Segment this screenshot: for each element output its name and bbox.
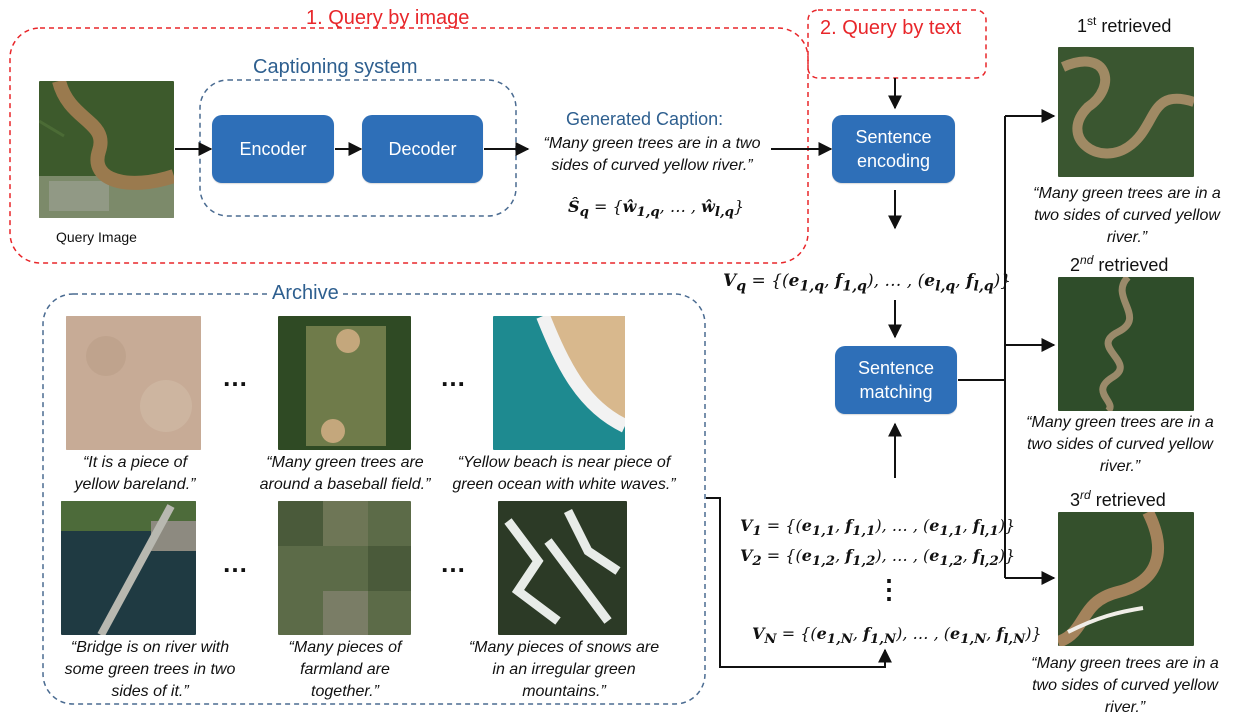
archive-title: Archive	[270, 282, 341, 305]
archive-caption-4-line2: some green trees in two	[64, 661, 236, 678]
retrieved-3-ordinal: 3	[1070, 490, 1081, 510]
retrieved-2-suffix: nd	[1080, 253, 1094, 267]
archive-caption-1-line1: “It is a piece of	[82, 454, 188, 471]
archive-caption-6-line1: “Many pieces of snows are	[468, 639, 660, 656]
retrieved-caption-2-line3: river.”	[1099, 458, 1141, 475]
archive-ellipsis-2: …	[440, 362, 469, 392]
retrieved-caption-2-line2: two sides of curved yellow	[1027, 436, 1213, 453]
sentence-encoding-line1: Sentence	[855, 127, 932, 147]
sentence-encoding-line2: encoding	[856, 151, 931, 171]
archive-caption-4-line1: “Bridge is on river with	[70, 639, 230, 656]
archive-image-baseball	[278, 316, 411, 450]
generated-caption-line1: “Many green trees are in a two	[543, 135, 761, 152]
retrieved-1-word: retrieved	[1101, 16, 1172, 36]
retrieved-caption-3: “Many green trees are in a two sides of …	[1020, 653, 1230, 719]
retrieved-caption-1-line3: river.”	[1106, 229, 1148, 246]
archive-caption-5-line3: together.”	[311, 683, 379, 700]
vertical-ellipsis: ⋮	[876, 574, 902, 604]
retrieved-1-ordinal: 1	[1077, 16, 1088, 36]
archive-ellipsis-1: …	[222, 362, 251, 392]
vn-formula: VN = {(e1,N, f1,N), … , (e1,N, fl,N)}	[752, 624, 1042, 648]
archive-caption-5-line2: farmland are	[300, 661, 390, 678]
archive-caption-1-line2: yellow bareland.”	[74, 476, 196, 493]
retrieved-label-3: 3rd retrieved	[1070, 488, 1166, 511]
retrieved-3-word: retrieved	[1095, 490, 1166, 510]
retrieved-label-1: 1st retrieved	[1077, 14, 1171, 37]
query-image-label: Query Image	[56, 229, 137, 245]
archive-image-beach	[493, 316, 625, 450]
retrieved-2-ordinal: 2	[1070, 255, 1081, 275]
archive-image-bridge	[61, 501, 196, 635]
archive-caption-3-line1: “Yellow beach is near piece of	[457, 454, 671, 471]
archive-image-mountains	[498, 501, 627, 635]
retrieved-caption-3-line3: river.”	[1104, 699, 1146, 716]
archive-caption-6-line3: mountains.”	[522, 683, 606, 700]
archive-caption-6: “Many pieces of snows are in an irregula…	[455, 637, 673, 703]
archive-image-farmland	[278, 501, 411, 635]
retrieved-image-1	[1058, 47, 1194, 177]
retrieved-caption-3-line2: two sides of curved yellow	[1032, 677, 1218, 694]
archive-caption-1: “It is a piece of yellow bareland.”	[56, 452, 214, 496]
retrieved-2-word: retrieved	[1098, 255, 1169, 275]
vq-formula: Vq = {(e1,q, f1,q), … , (el,q, fl,q)}	[723, 271, 1012, 295]
archive-caption-2: “Many green trees are around a baseball …	[245, 452, 445, 496]
retrieved-caption-1-line2: two sides of curved yellow	[1034, 207, 1220, 224]
archive-caption-3-line2: green ocean with white waves.”	[452, 476, 676, 493]
generated-caption-text: “Many green trees are in a two sides of …	[532, 133, 772, 177]
sentence-matching-block: Sentence matching	[835, 346, 957, 414]
generated-caption-label: Generated Caption:	[566, 109, 724, 129]
sentence-encoding-block: Sentence encoding	[832, 115, 955, 183]
query-by-image-title: 1. Query by image	[306, 7, 470, 29]
archive-caption-5-line1: “Many pieces of	[288, 639, 402, 656]
archive-caption-6-line2: in an irregular green	[492, 661, 636, 678]
archive-image-bareland	[66, 316, 201, 450]
retrieved-caption-1: “Many green trees are in a two sides of …	[1022, 183, 1232, 249]
retrieved-caption-1-line1: “Many green trees are in a	[1033, 185, 1221, 202]
generated-caption-line2: sides of curved yellow river.”	[551, 157, 753, 174]
query-by-text-frame	[807, 9, 987, 79]
decoder-block: Decoder	[362, 115, 483, 183]
retrieved-image-3	[1058, 512, 1194, 646]
retrieved-caption-2: “Many green trees are in a two sides of …	[1015, 412, 1225, 478]
query-by-image-frame	[9, 27, 809, 264]
archive-caption-4: “Bridge is on river with some green tree…	[55, 637, 245, 703]
v1-formula: V1 = {(e1,1, f1,1), … , (e1,1, fl,1)}	[740, 516, 1016, 540]
archive-caption-4-line3: sides of it.”	[111, 683, 189, 700]
retrieved-3-suffix: rd	[1080, 488, 1091, 502]
archive-caption-3: “Yellow beach is near piece of green oce…	[448, 452, 680, 496]
sentence-matching-line1: Sentence	[857, 358, 935, 378]
retrieved-label-2: 2nd retrieved	[1070, 253, 1168, 276]
sq-formula: Ŝq = {ŵ1,q, … , ŵl,q}	[568, 197, 745, 221]
encoder-block: Encoder	[212, 115, 334, 183]
archive-frame	[42, 293, 706, 705]
retrieved-caption-2-line1: “Many green trees are in a	[1026, 414, 1214, 431]
retrieved-caption-3-line1: “Many green trees are in a	[1031, 655, 1219, 672]
archive-caption-2-line1: “Many green trees are	[266, 454, 424, 471]
archive-caption-5: “Many pieces of farmland are together.”	[270, 637, 420, 703]
archive-ellipsis-4: …	[440, 548, 469, 578]
sentence-matching-line2: matching	[859, 382, 933, 402]
query-by-text-title: 2. Query by text	[820, 17, 962, 39]
query-image	[39, 81, 174, 218]
archive-ellipsis-3: …	[222, 548, 251, 578]
retrieved-image-2	[1058, 277, 1194, 411]
v2-formula: V2 = {(e1,2, f1,2), … , (e1,2, fl,2)}	[740, 546, 1016, 570]
retrieved-1-suffix: st	[1087, 14, 1097, 28]
captioning-system-title: Captioning system	[253, 56, 418, 78]
archive-caption-2-line2: around a baseball field.”	[259, 476, 431, 493]
